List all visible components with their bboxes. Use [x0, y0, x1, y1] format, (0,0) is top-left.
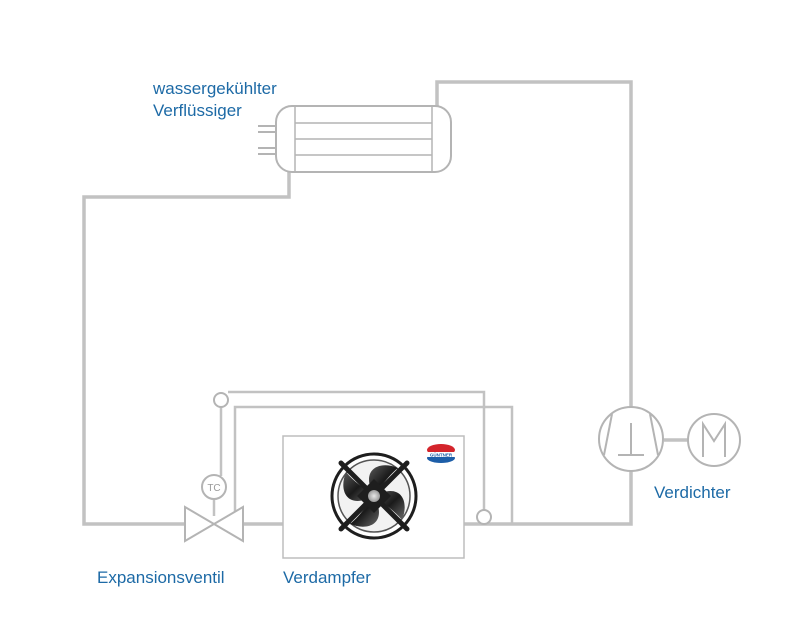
thermostatic-head — [201, 474, 227, 500]
pipe-evaporator-to-compressor — [464, 466, 633, 526]
sensing-bulb — [213, 392, 229, 408]
expansion-valve — [184, 474, 244, 543]
evaporator-label: Verdampfer — [283, 568, 371, 587]
valve-body-right — [212, 505, 244, 543]
condenser-label-line-1: wassergekühlter — [153, 79, 277, 98]
brand-label: GÜNTNER — [430, 452, 453, 458]
water-cooled-condenser — [258, 105, 452, 173]
compressor-triangle-right — [649, 413, 659, 456]
sensing-line-outer — [228, 390, 486, 510]
condenser-label: wassergekühlter Verflüssiger — [153, 78, 277, 122]
compressor-label: Verdichter — [654, 483, 731, 502]
pipe-condenser-to-valve — [82, 172, 291, 526]
valve-body-left — [184, 505, 216, 543]
motor — [687, 413, 741, 467]
pipe-compressor-to-condenser — [435, 80, 633, 412]
control-lines — [212, 390, 514, 524]
compressor — [598, 406, 664, 472]
motor-letter-m — [702, 420, 726, 457]
fan-icon — [330, 452, 418, 540]
evaporator — [282, 435, 465, 559]
compressor-triangle-left — [603, 413, 613, 456]
expansion-valve-label: Expansionsventil — [97, 568, 225, 587]
condenser-label-line-2: Verflüssiger — [153, 101, 242, 120]
thermostat-label: TC — [207, 483, 220, 494]
sensing-bulb-evaporator — [476, 509, 492, 525]
refrigerant-pipe-loop — [82, 80, 688, 526]
sensing-line-inner — [233, 405, 514, 524]
brand-logo-icon — [426, 444, 456, 463]
